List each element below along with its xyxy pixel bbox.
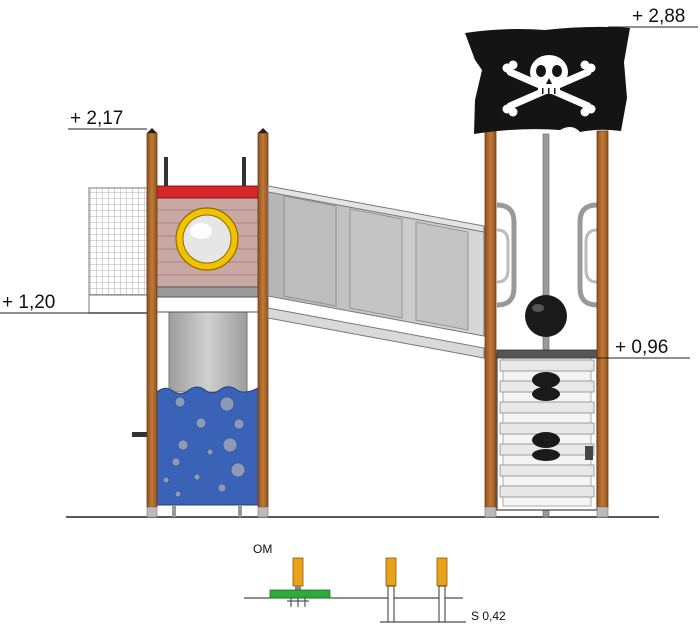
elevation-marker-left-platform: + 1,20 (0, 292, 89, 314)
elevation-label-left-top: + 2,17 (70, 108, 123, 129)
pirate-flag (465, 26, 630, 134)
climbing-net (88, 187, 148, 296)
elevation-label-right-top: + 2,88 (632, 6, 685, 27)
black-ball (525, 295, 567, 337)
elevation-marker-left-top: + 2,17 (68, 108, 147, 130)
right-tower (465, 26, 630, 518)
s-ground-posts (380, 557, 466, 623)
elevation-marker-right-platform: + 0,96 (597, 337, 690, 359)
left-tower-post-right (257, 132, 269, 508)
porthole-window (175, 207, 239, 271)
right-tower-post-left (484, 130, 497, 508)
elevation-label-right-platform: + 0,96 (615, 337, 668, 358)
slide-chute (168, 311, 248, 393)
sloped-bridge (267, 185, 485, 359)
water-bubbles (162, 396, 246, 498)
foundation-detail: OM S 0,42 (244, 542, 506, 623)
left-tower (88, 128, 269, 518)
right-tower-post-right (596, 130, 609, 508)
elevation-marker-right-top: + 2,88 (608, 6, 698, 28)
left-tower-post-left (146, 132, 158, 508)
s-label: S 0,42 (471, 609, 506, 623)
water-panel (156, 386, 259, 506)
om-anchor-post (269, 557, 331, 607)
elevation-label-left-platform: + 1,20 (2, 292, 55, 313)
om-label: OM (253, 542, 272, 556)
red-roof-strip (156, 185, 259, 199)
